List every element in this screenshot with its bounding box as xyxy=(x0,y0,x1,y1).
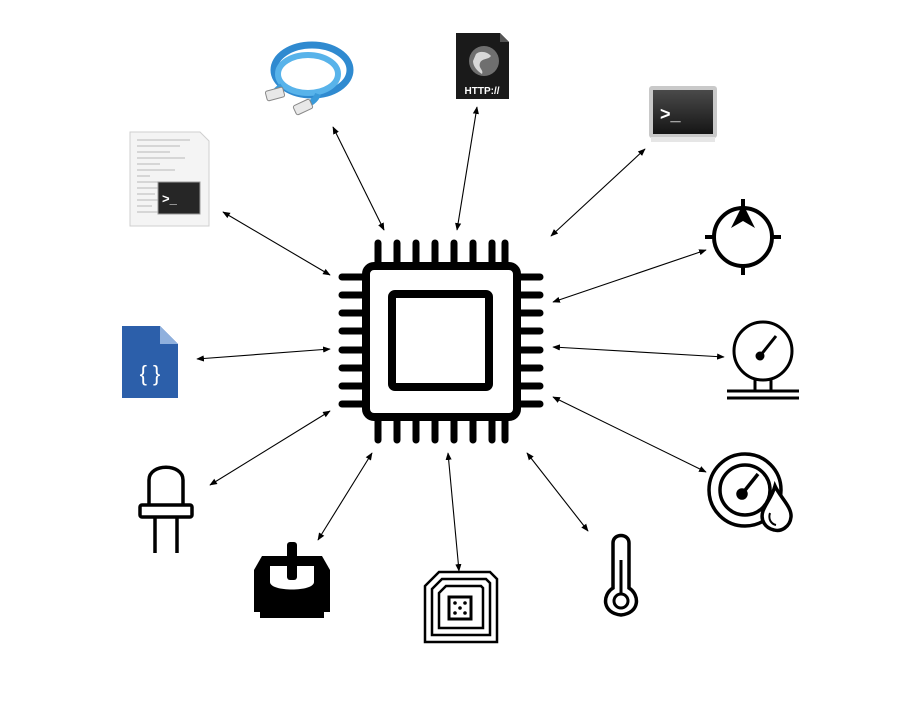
arrow-script-file xyxy=(222,211,331,276)
thermometer-icon xyxy=(603,533,639,617)
stepper-motor-icon xyxy=(254,542,330,618)
script-file-prompt: >_ xyxy=(162,191,178,206)
nfc-tag-icon xyxy=(423,570,499,644)
json-file-label: { } xyxy=(140,361,161,386)
terminal-icon: >_ xyxy=(649,86,717,142)
http-file-icon: HTTP:// xyxy=(456,33,509,99)
terminal-prompt: >_ xyxy=(660,104,682,124)
arrow-ethernet xyxy=(332,126,385,231)
connection-arrows xyxy=(196,106,725,572)
ethernet-cable-icon xyxy=(264,41,354,116)
arrow-nfc-tag xyxy=(445,452,462,572)
humidity-gauge-icon xyxy=(707,452,793,533)
compass-icon xyxy=(705,199,781,275)
arrow-stepper-motor xyxy=(317,452,373,541)
arrow-terminal xyxy=(550,148,646,237)
arrow-json-file xyxy=(196,346,331,362)
arrow-led xyxy=(209,410,331,486)
json-file-icon: { } xyxy=(122,326,178,398)
arrow-humidity-gauge xyxy=(552,396,707,473)
http-file-label: HTTP:// xyxy=(465,86,500,97)
arrow-compass xyxy=(552,249,707,303)
script-file-icon: >_ xyxy=(129,131,210,227)
microchip-icon xyxy=(338,239,544,444)
arrow-thermometer xyxy=(526,452,589,532)
pressure-gauge-icon xyxy=(727,320,799,400)
led-icon xyxy=(138,465,194,553)
arrow-http xyxy=(455,106,479,231)
arrow-pressure-gauge xyxy=(552,344,725,360)
